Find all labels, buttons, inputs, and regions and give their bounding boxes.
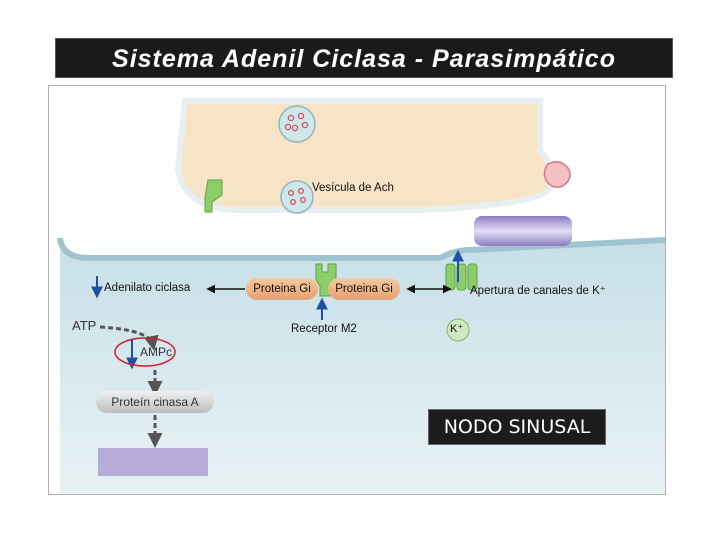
label-camp: AMPc	[140, 345, 173, 359]
acetylcholinesterase-shape	[543, 161, 571, 188]
title-bar: Sistema Adenil Ciclasa - Parasimpático	[55, 38, 673, 78]
label-adenylate-cyclase: Adenilato ciclasa	[104, 282, 191, 294]
camp-highlight	[114, 337, 176, 367]
label-vesicle: Vesícula de Ach	[312, 182, 394, 194]
purple-box-bottom	[98, 448, 208, 476]
vesicle-bottom	[280, 180, 314, 214]
slide-title: Sistema Adenil Ciclasa - Parasimpático	[112, 45, 616, 73]
label-k-channel: Apertura de canales de K⁺	[470, 285, 606, 297]
presynaptic-receptor	[204, 179, 223, 213]
k-channel	[445, 263, 478, 291]
protein-kinase-a: Proteín cinasa A	[96, 391, 214, 413]
nodo-sinusal-banner: NODO SINUSAL	[428, 409, 606, 445]
pathway-atp-to-camp	[99, 325, 159, 351]
protein-gi-right: Proteina Gi	[328, 278, 400, 300]
purple-box-top	[474, 216, 572, 246]
potassium-ion	[446, 318, 470, 342]
label-atp: ATP	[72, 318, 97, 333]
label-receptor-m2: Receptor M2	[291, 323, 357, 335]
label-potassium: K⁺	[450, 323, 464, 335]
protein-gi-left: Proteina Gi	[246, 278, 318, 300]
vesicle-top	[278, 105, 316, 143]
